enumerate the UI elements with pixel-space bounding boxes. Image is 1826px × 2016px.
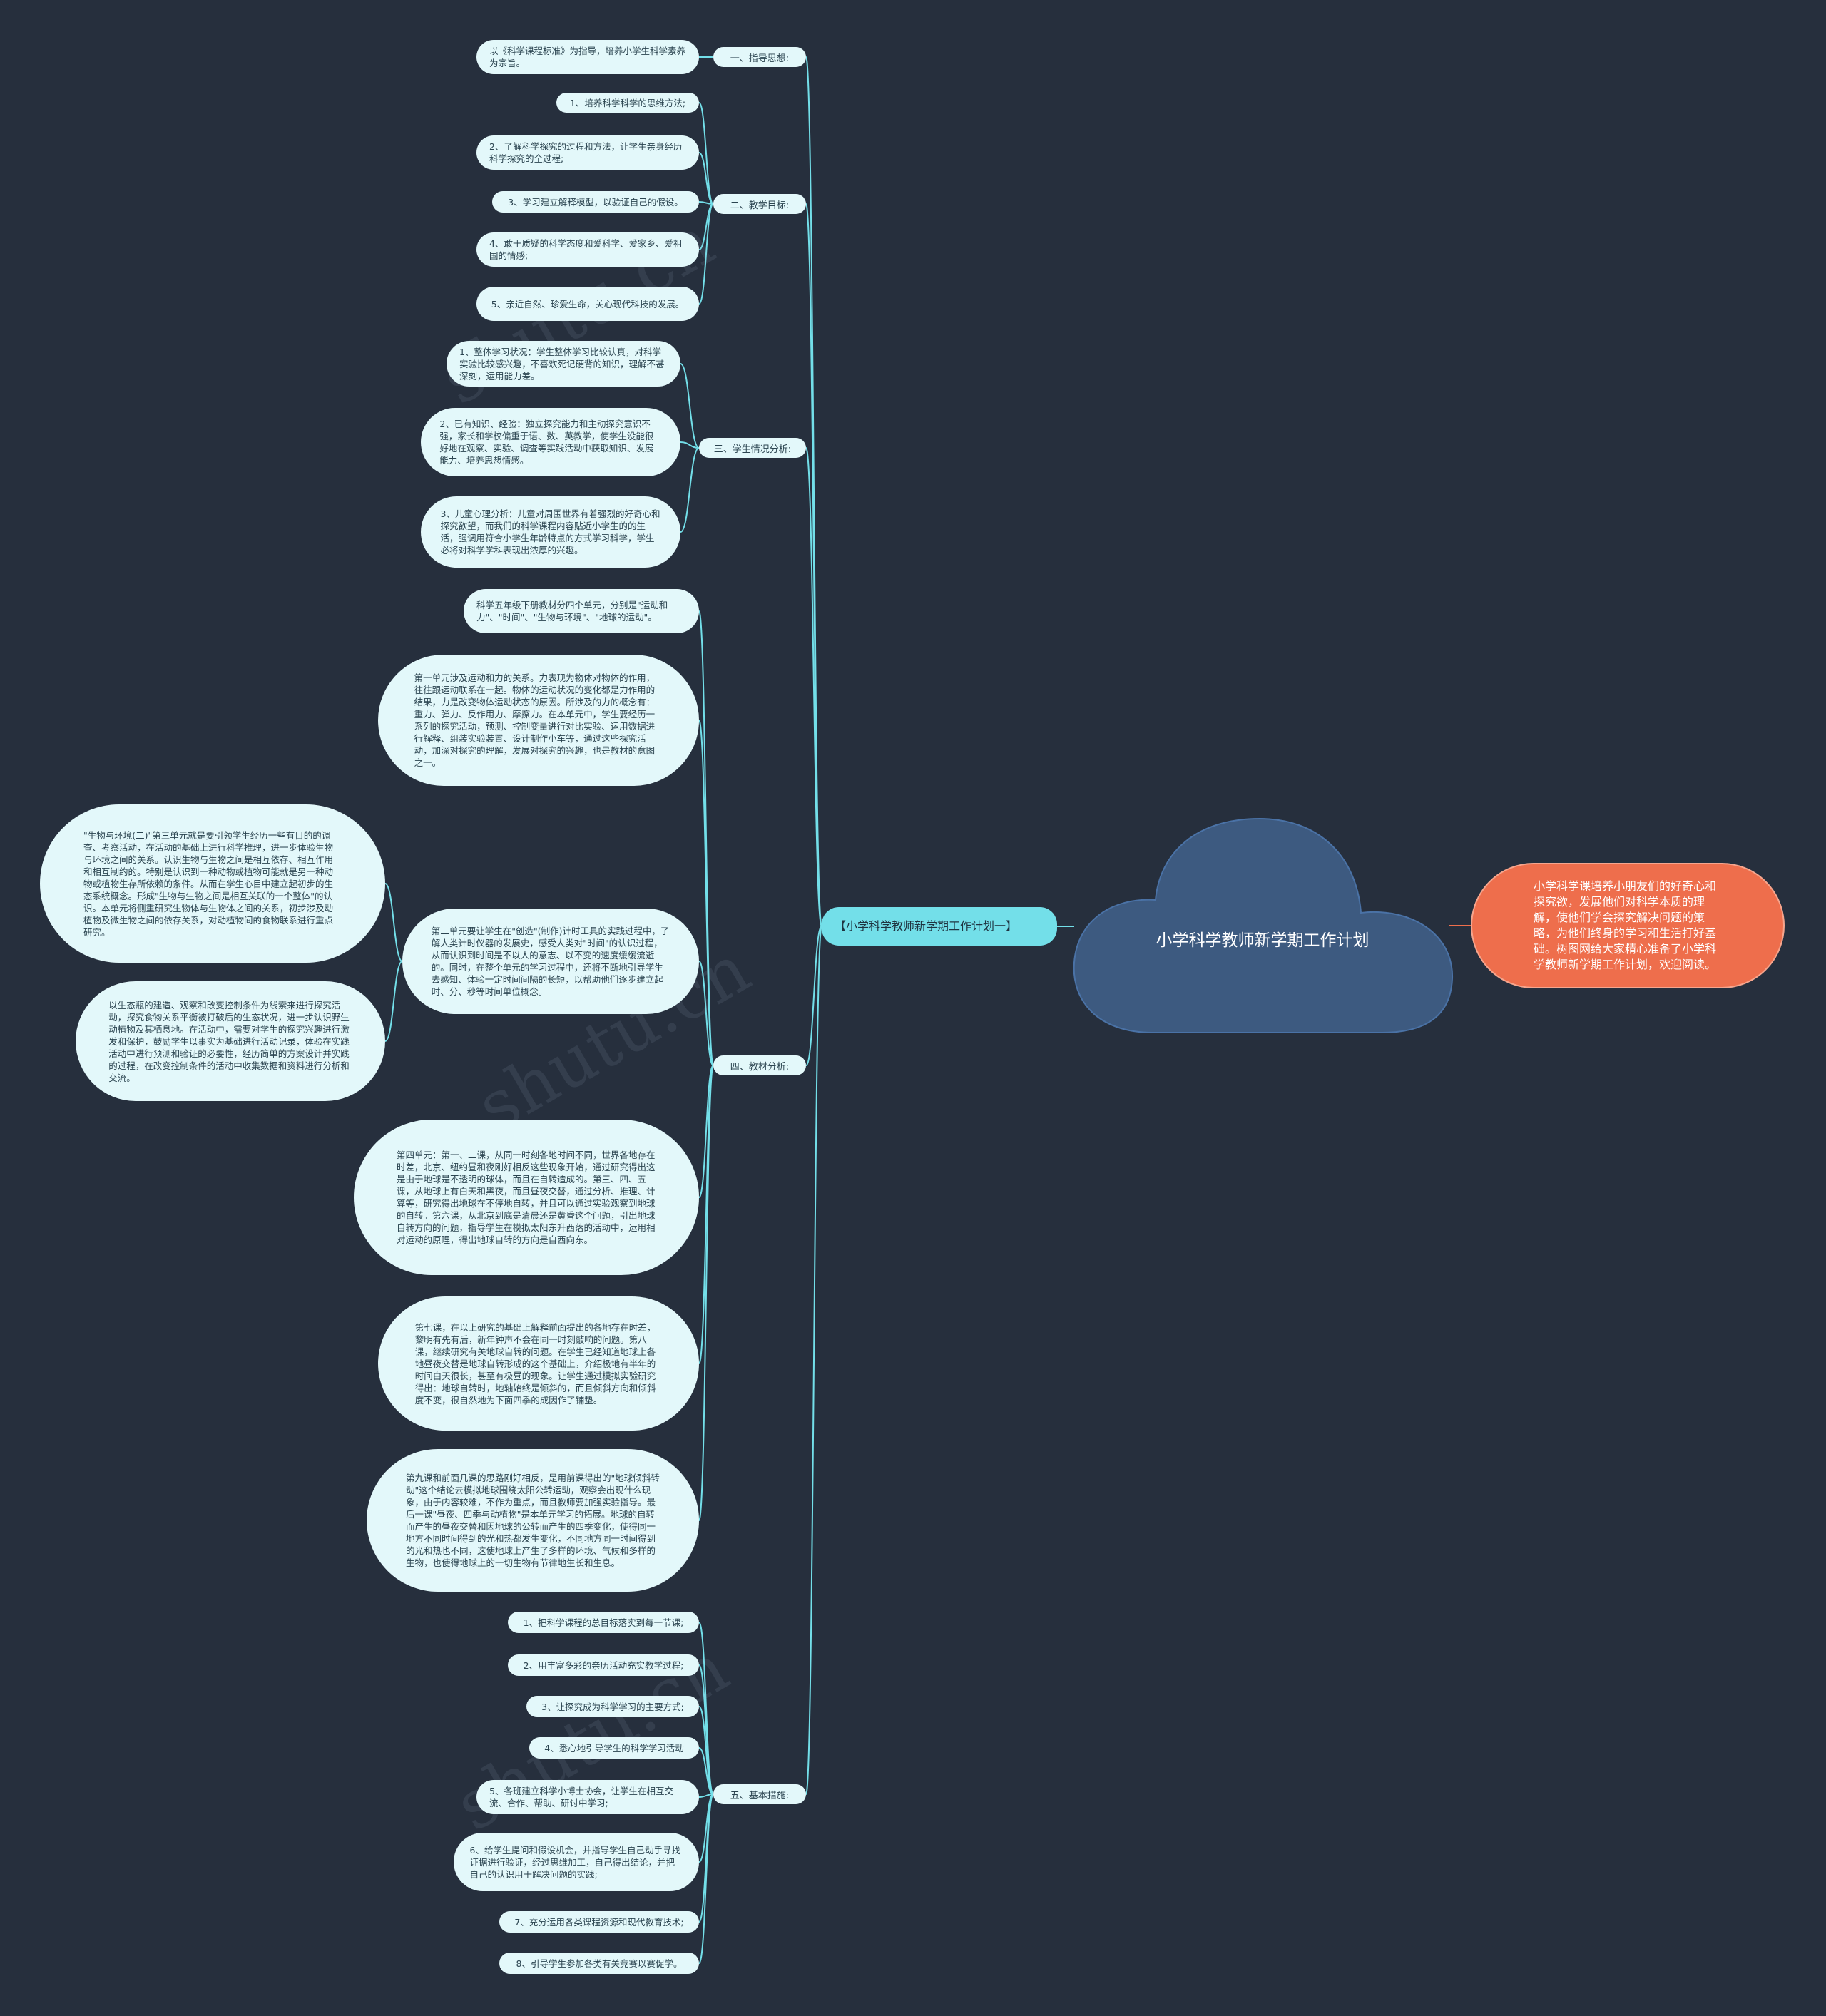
branch-4-leaf-3[interactable]: 第二单元要让学生在"创造"(制作)计时工具的实践过程中，了解人类计时仪器的发展史… — [402, 909, 699, 1014]
branch-1-text: 一、指导思想: — [730, 53, 790, 64]
link-hub-branch-2 — [805, 203, 822, 927]
branch-4-subleaf-1-text: "生物与环境(二)"第三单元就是要引领学生经历一些有目的的调查、考察活动，在活动… — [83, 829, 334, 938]
branch-4-subleaf-2[interactable]: 以生态瓶的建造、观察和改变控制条件为线索来进行探究活动，探究食物关系平衡被打破后… — [76, 981, 385, 1101]
branch-4-leaf-2[interactable]: 第一单元涉及运动和力的关系。力表现为物体对物体的作用，往往跟运动联系在一起。物体… — [378, 655, 699, 786]
hub-node-plan-one[interactable]: 【小学科学教师新学期工作计划一】 — [822, 907, 1057, 946]
center-topic[interactable]: 小学科学教师新学期工作计划 — [1156, 931, 1370, 950]
branch-5-leaf-2[interactable]: 2、用丰富多彩的亲历活动充实教学过程; — [508, 1654, 699, 1676]
branch-2-leaf-5[interactable]: 5、亲近自然、珍爱生命，关心现代科技的发展。 — [476, 287, 699, 321]
link-branch-2-leaf-5 — [698, 203, 714, 305]
link-branch-4-leaf-6 — [698, 1065, 714, 1521]
branch-5-leaf-7-text: 7、充分运用各类课程资源和现代教育技术; — [514, 1916, 684, 1928]
link-hub-branch-3 — [805, 447, 822, 927]
branch-4-leaf-1[interactable]: 科学五年级下册教材分四个单元，分别是"运动和力"、"时间"、"生物与环境"、"地… — [464, 589, 699, 633]
branch-2[interactable]: 二、教学目标: — [713, 194, 806, 214]
link-hub-branch-4 — [805, 926, 822, 1066]
branch-4-leaf-6[interactable]: 第九课和前面几课的思路刚好相反，是用前课得出的"地球倾斜转动"这个结论去模拟地球… — [367, 1449, 699, 1592]
branch-5-leaf-8-text: 8、引导学生参加各类有关竞赛以赛促学。 — [516, 1958, 683, 1969]
branch-4-leaf-2-text: 第一单元涉及运动和力的关系。力表现为物体对物体的作用，往往跟运动联系在一起。物体… — [414, 672, 656, 768]
branch-4-leaf-4-text: 第四单元：第一、二课，从同一时刻各地时间不同，世界各地存在时差，北京、纽约昼和夜… — [396, 1150, 656, 1245]
branch-5-leaf-3[interactable]: 3、让探究成为科学学习的主要方式; — [526, 1696, 699, 1717]
center-cloud-shape — [1073, 817, 1454, 1033]
branch-5-leaf-2-text: 2、用丰富多彩的亲历活动充实教学过程; — [523, 1659, 684, 1671]
link-hub-branch-5 — [805, 926, 822, 1795]
link-branch-5-leaf-3 — [698, 1706, 714, 1795]
branch-5-leaf-3-text: 3、让探究成为科学学习的主要方式; — [541, 1701, 684, 1712]
link-branch-3-leaf-2 — [680, 441, 700, 449]
link-branch-4-leaf-3 — [698, 961, 714, 1066]
branch-5-leaf-5[interactable]: 5、各班建立科学小博士协会，让学生在相互交流、合作、帮助、研讨中学习; — [476, 1780, 699, 1814]
branch-5-leaf-1-text: 1、把科学课程的总目标落实到每一节课; — [523, 1617, 684, 1628]
branch-2-leaf-1-text: 1、培养科学科学的思维方法; — [569, 97, 686, 108]
intro-text: 小学科学课培养小朋友们的好奇心和探究欲，发展他们对科学本质的理解，使他们学会探究… — [1534, 879, 1717, 971]
branch-5-text: 五、基本措施: — [730, 1790, 790, 1801]
branch-5-leaf-8[interactable]: 8、引导学生参加各类有关竞赛以赛促学。 — [499, 1953, 699, 1974]
link-branch-3-leaf-1 — [680, 363, 700, 449]
branch-3-leaf-2-text: 2、已有知识、经验：独立探究能力和主动探究意识不强，家长和学校偏重于语、数、英教… — [439, 419, 654, 466]
branch-5-leaf-6-text: 6、给学生提问和假设机会，并指导学生自己动手寻找证据进行验证，经过思维加工，自己… — [469, 1844, 681, 1880]
branch-4[interactable]: 四、教材分析: — [713, 1055, 806, 1075]
branch-2-leaf-4[interactable]: 4、敢于质疑的科学态度和爱科学、爱家乡、爱祖国的情感; — [476, 232, 699, 267]
link-branch-2-leaf-2 — [698, 152, 714, 205]
branch-2-leaf-2[interactable]: 2、了解科学探究的过程和方法，让学生亲身经历科学探究的全过程; — [476, 135, 699, 170]
link-sub-1 — [384, 883, 403, 962]
link-hub-branch-1 — [805, 56, 822, 927]
branch-3-leaf-2[interactable]: 2、已有知识、经验：独立探究能力和主动探究意识不强，家长和学校偏重于语、数、英教… — [421, 408, 680, 476]
branch-1-leaf-1[interactable]: 以《科学课程标准》为指导，培养小学生科学素养为宗旨。 — [476, 40, 699, 74]
branch-2-leaf-1[interactable]: 1、培养科学科学的思维方法; — [556, 93, 699, 113]
link-branch-2-leaf-1 — [698, 102, 714, 205]
branch-4-leaf-1-text: 科学五年级下册教材分四个单元，分别是"运动和力"、"时间"、"生物与环境"、"地… — [476, 600, 668, 623]
branch-4-leaf-5[interactable]: 第七课，在以上研究的基础上解释前面提出的各地存在时差，黎明有先有后，新年钟声不会… — [378, 1296, 699, 1431]
branch-2-leaf-3[interactable]: 3、学习建立解释模型，以验证自己的假设。 — [492, 191, 699, 213]
branch-4-text: 四、教材分析: — [730, 1061, 790, 1073]
branch-4-subleaf-1[interactable]: "生物与环境(二)"第三单元就是要引领学生经历一些有目的的调查、考察活动，在活动… — [40, 804, 385, 963]
link-branch-5-leaf-8 — [698, 1794, 714, 1964]
branch-5-leaf-5-text: 5、各班建立科学小博士协会，让学生在相互交流、合作、帮助、研讨中学习; — [489, 1786, 673, 1808]
branch-5[interactable]: 五、基本措施: — [713, 1784, 806, 1804]
branch-2-text: 二、教学目标: — [730, 200, 790, 211]
link-sub-2 — [384, 961, 403, 1042]
link-branch-5-leaf-5 — [698, 1794, 714, 1798]
branch-5-leaf-7[interactable]: 7、充分运用各类课程资源和现代教育技术; — [499, 1911, 699, 1933]
branch-3-leaf-1[interactable]: 1、整体学习状况：学生整体学习比较认真，对科学实验比较感兴趣，不喜欢死记硬背的知… — [447, 341, 680, 387]
link-branch-4-leaf-1 — [698, 610, 714, 1066]
link-branch-4-leaf-4 — [698, 1065, 714, 1198]
branch-3-leaf-3[interactable]: 3、儿童心理分析：儿童对周围世界有着强烈的好奇心和探究欲望，而我们的科学课程内容… — [421, 496, 680, 568]
branch-4-leaf-4[interactable]: 第四单元：第一、二课，从同一时刻各地时间不同，世界各地存在时差，北京、纽约昼和夜… — [354, 1120, 699, 1275]
branch-2-leaf-4-text: 4、敢于质疑的科学态度和爱科学、爱家乡、爱祖国的情感; — [489, 238, 683, 261]
branch-2-leaf-5-text: 5、亲近自然、珍爱生命，关心现代科技的发展。 — [491, 298, 685, 309]
branch-5-leaf-1[interactable]: 1、把科学课程的总目标落实到每一节课; — [508, 1612, 699, 1633]
link-branch-4-leaf-2 — [698, 720, 714, 1066]
branch-5-leaf-4-text: 4、悉心地引导学生的科学学习活动 — [544, 1742, 684, 1754]
branch-3-text: 三、学生情况分析: — [713, 444, 792, 455]
branch-4-leaf-5-text: 第七课，在以上研究的基础上解释前面提出的各地存在时差，黎明有先有后，新年钟声不会… — [414, 1321, 656, 1406]
link-branch-3-leaf-3 — [680, 447, 700, 533]
intro-node[interactable]: 小学科学课培养小朋友们的好奇心和探究欲，发展他们对科学本质的理解，使他们学会探究… — [1471, 863, 1785, 988]
hub-label: 【小学科学教师新学期工作计划一】 — [835, 919, 1018, 933]
branch-5-leaf-4[interactable]: 4、悉心地引导学生的科学学习活动 — [529, 1737, 699, 1759]
branch-3-leaf-3-text: 3、儿童心理分析：儿童对周围世界有着强烈的好奇心和探究欲望，而我们的科学课程内容… — [440, 508, 660, 556]
branch-5-leaf-6[interactable]: 6、给学生提问和假设机会，并指导学生自己动手寻找证据进行验证，经过思维加工，自己… — [454, 1833, 699, 1891]
branch-3[interactable]: 三、学生情况分析: — [699, 438, 806, 458]
branch-3-leaf-1-text: 1、整体学习状况：学生整体学习比较认真，对科学实验比较感兴趣，不喜欢死记硬背的知… — [459, 346, 665, 382]
link-branch-5-leaf-4 — [698, 1747, 714, 1795]
branch-4-subleaf-2-text: 以生态瓶的建造、观察和改变控制条件为线索来进行探究活动，探究食物关系平衡被打破后… — [108, 999, 350, 1083]
branch-2-leaf-2-text: 2、了解科学探究的过程和方法，让学生亲身经历科学探究的全过程; — [489, 141, 683, 164]
branch-1-leaf-1-text: 以《科学课程标准》为指导，培养小学生科学素养为宗旨。 — [489, 46, 686, 68]
branch-2-leaf-3-text: 3、学习建立解释模型，以验证自己的假设。 — [508, 196, 683, 208]
branch-1[interactable]: 一、指导思想: — [713, 47, 806, 67]
branch-4-leaf-6-text: 第九课和前面几课的思路刚好相反，是用前课得出的"地球倾斜转动"这个结论去模拟地球… — [406, 1473, 660, 1568]
branch-4-leaf-3-text: 第二单元要让学生在"创造"(制作)计时工具的实践过程中，了解人类计时仪器的发展史… — [431, 926, 670, 997]
